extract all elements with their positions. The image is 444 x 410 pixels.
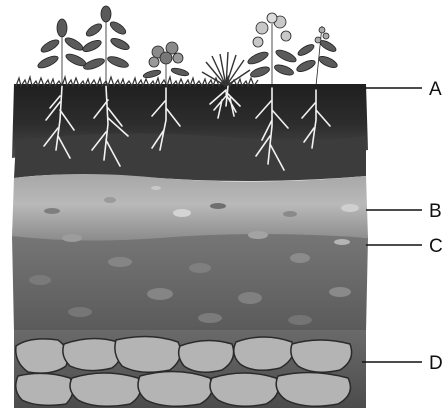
pebble	[104, 197, 116, 203]
layer-label-c: C	[429, 236, 443, 257]
plants	[36, 6, 338, 86]
boulder	[234, 337, 294, 370]
pebble	[198, 313, 222, 323]
pebble	[334, 239, 350, 245]
pebble	[151, 186, 161, 190]
layer-label-a: A	[429, 79, 442, 100]
pebble	[288, 315, 312, 325]
boulder	[63, 338, 121, 370]
pebble	[44, 208, 60, 214]
boulder	[70, 373, 141, 406]
plant-4-grass-tuft	[202, 52, 250, 86]
boulder	[276, 372, 350, 406]
weathered-rock-layer	[12, 231, 368, 332]
plant-5	[246, 13, 297, 86]
pebble	[68, 307, 92, 317]
boulder	[16, 373, 73, 405]
pebble	[147, 288, 173, 300]
boulder	[210, 373, 278, 406]
bedrock-layer	[14, 330, 366, 408]
boulder	[291, 340, 352, 372]
pebble	[329, 287, 351, 297]
boulder	[16, 339, 68, 373]
label-lines	[362, 88, 422, 362]
pebble	[341, 204, 359, 212]
boulder	[115, 336, 181, 372]
pebble	[62, 234, 82, 242]
pebble	[29, 275, 51, 285]
pebble	[290, 253, 310, 263]
pebble	[248, 231, 268, 239]
subsoil-layer	[12, 174, 368, 241]
pebble	[238, 292, 262, 304]
layer-label-d: D	[429, 353, 443, 374]
pebble	[283, 211, 297, 217]
plant-6	[295, 26, 339, 86]
pebble	[108, 257, 132, 267]
layer-label-b: B	[429, 201, 442, 222]
plant-3	[143, 42, 190, 86]
plant-2	[81, 6, 131, 86]
boulder	[138, 371, 212, 406]
pebble	[189, 263, 211, 273]
pebble	[173, 209, 191, 217]
plant-1	[36, 19, 87, 86]
pebble	[210, 203, 226, 209]
boulder	[179, 340, 234, 372]
